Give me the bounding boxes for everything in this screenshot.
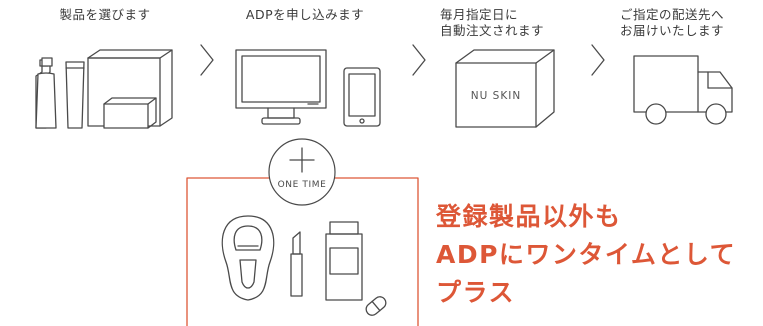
step-1-label: 製品を選びます [59,7,151,22]
products-icon [35,49,173,129]
arrow-1-icon [200,44,214,76]
computer-tablet-icon [235,49,381,127]
arrow-2-icon [412,44,426,76]
step-4-label: ご指定の配送先へ お届けいたします [620,7,725,38]
onetime-label: ONE TIME [278,180,327,190]
step-2-label: ADPを申し込みます [245,7,365,22]
delivery-truck-icon [633,55,733,125]
step-3-label: 毎月指定日に 自動注文されます [440,7,545,38]
onetime-tagline: 登録製品以外も ADPにワンタイムとして プラス [436,202,737,307]
arrow-3-icon [591,44,605,76]
box-brand-label: NU SKIN [471,90,521,102]
onetime-products-icon [221,215,387,316]
shipping-box-icon [455,49,555,128]
onetime-badge [268,138,336,206]
